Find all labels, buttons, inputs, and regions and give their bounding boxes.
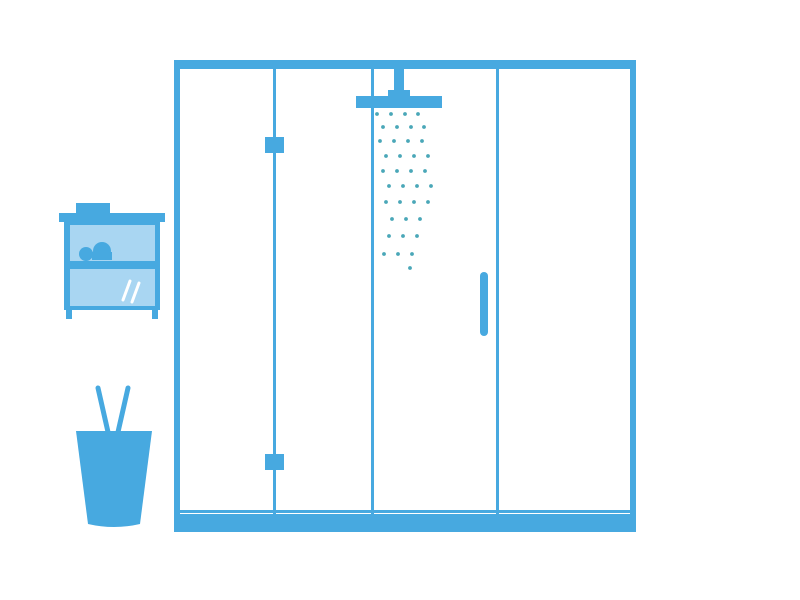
- panel-divider-3: [496, 69, 499, 514]
- shower-enclosure-icon: [174, 60, 636, 532]
- water-drop: [384, 200, 388, 204]
- water-drop: [423, 169, 427, 173]
- water-drops-icon: [375, 112, 433, 270]
- shelf-leg-left: [66, 308, 72, 319]
- water-drop: [396, 252, 400, 256]
- water-drop: [418, 217, 422, 221]
- water-drop: [403, 112, 407, 116]
- panel-divider-2: [371, 69, 374, 514]
- water-drop: [387, 234, 391, 238]
- shower-tray: [174, 514, 636, 532]
- water-drop: [382, 252, 386, 256]
- shelf-top-board: [59, 213, 165, 222]
- water-drop: [409, 125, 413, 129]
- water-drop: [375, 112, 379, 116]
- enclosure-right-post: [630, 60, 636, 530]
- water-drop: [415, 234, 419, 238]
- shower-head-connector: [388, 90, 410, 98]
- shelf-top-item: [76, 203, 110, 214]
- door-hinge-icon: [265, 137, 284, 470]
- enclosure-left-post: [174, 60, 180, 530]
- water-drop: [408, 266, 412, 270]
- panel-divider-1: [273, 69, 276, 514]
- shelf-item-stick-2: [130, 281, 141, 304]
- door-handle-icon: [480, 272, 488, 336]
- toothbrush-right: [115, 385, 131, 435]
- water-drop: [398, 200, 402, 204]
- water-drop: [406, 139, 410, 143]
- shelf-item-ball: [79, 247, 93, 261]
- water-drop: [398, 154, 402, 158]
- panel-bottom-line: [180, 510, 630, 513]
- water-drop: [412, 200, 416, 204]
- enclosure-top-frame: [174, 60, 636, 69]
- water-drop: [395, 125, 399, 129]
- water-drop: [404, 217, 408, 221]
- wall-shelf-icon: [59, 203, 165, 319]
- door-hinge-top: [265, 137, 284, 153]
- toothbrush-left: [95, 385, 111, 435]
- shelf-leg-right: [152, 308, 158, 319]
- water-drop: [409, 169, 413, 173]
- water-drop: [420, 139, 424, 143]
- water-drop: [390, 217, 394, 221]
- water-drop: [384, 154, 388, 158]
- water-drop: [416, 112, 420, 116]
- door-hinge-bottom: [265, 454, 284, 470]
- shelf-item-stick-1: [121, 279, 132, 302]
- water-drop: [395, 169, 399, 173]
- water-drop: [401, 234, 405, 238]
- shower-pipe: [394, 69, 404, 94]
- water-drop: [410, 252, 414, 256]
- water-drop: [422, 125, 426, 129]
- water-drop: [426, 154, 430, 158]
- toothbrush-cup-icon: [76, 385, 152, 527]
- water-drop: [381, 169, 385, 173]
- water-drop: [415, 184, 419, 188]
- water-drop: [381, 125, 385, 129]
- water-drop: [387, 184, 391, 188]
- cup-body: [76, 431, 152, 527]
- shelf-item-cup-base: [92, 252, 112, 260]
- water-drop: [429, 184, 433, 188]
- shelf-lower-glass: [70, 269, 155, 306]
- water-drop: [378, 139, 382, 143]
- water-drop: [401, 184, 405, 188]
- water-drop: [426, 200, 430, 204]
- water-drop: [412, 154, 416, 158]
- shower-head-icon: [356, 69, 442, 108]
- shower-head-plate: [356, 96, 442, 108]
- water-drop: [389, 112, 393, 116]
- water-drop: [392, 139, 396, 143]
